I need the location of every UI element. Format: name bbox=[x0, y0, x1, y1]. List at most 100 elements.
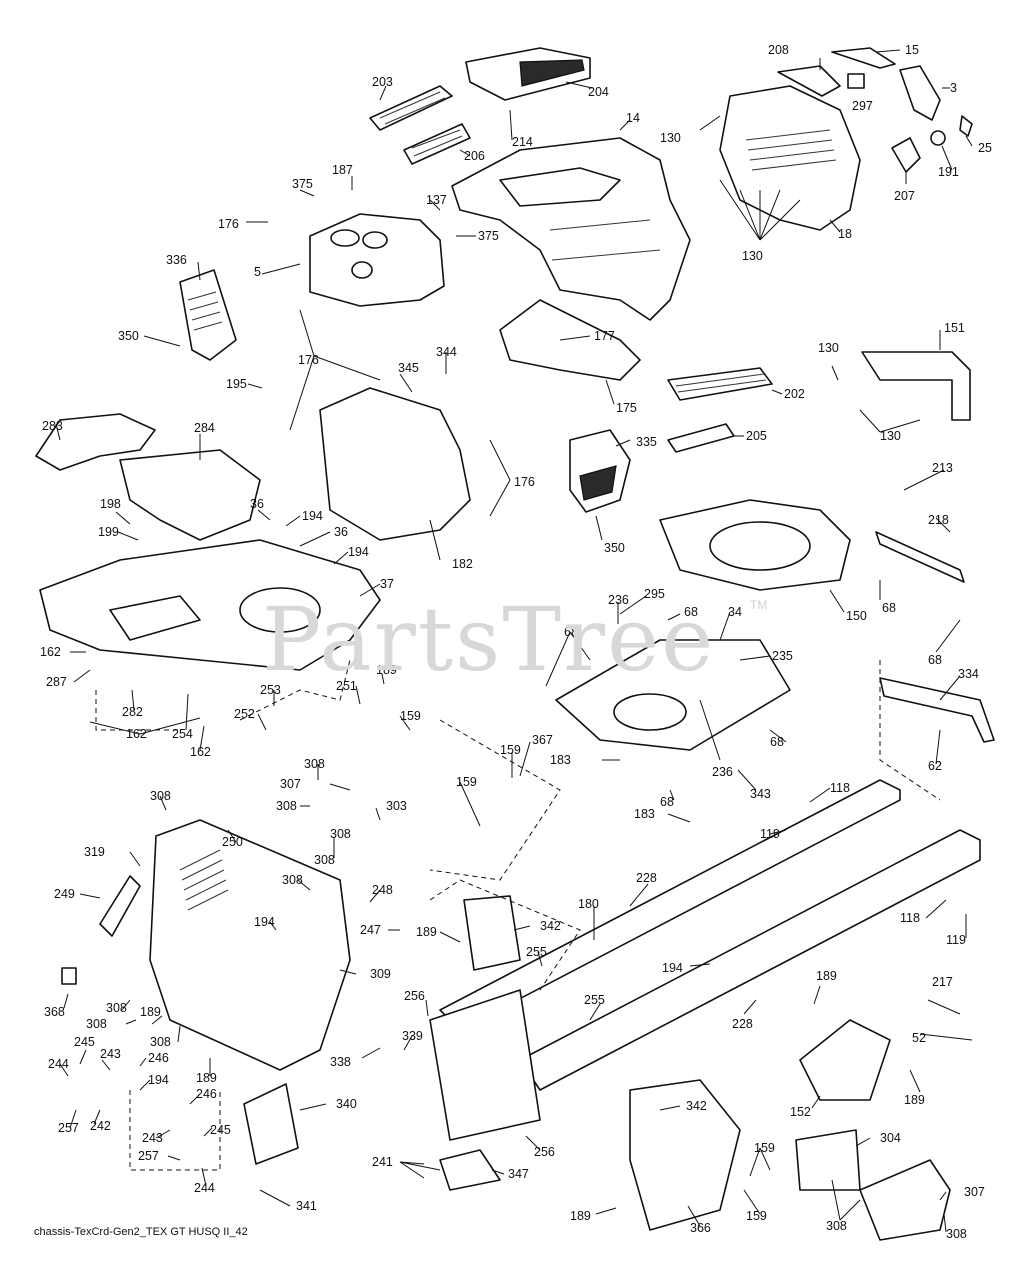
part-307-plate bbox=[859, 1159, 951, 1241]
callout-label-344: 344 bbox=[436, 345, 457, 359]
ref-line-5 bbox=[129, 1090, 221, 1171]
part-218-bracket bbox=[875, 531, 965, 583]
watermark: PartsTree bbox=[262, 588, 716, 691]
callout-label-159d: 159 bbox=[754, 1141, 775, 1155]
callout-label-308i: 308 bbox=[150, 1035, 171, 1049]
part-175-bracket bbox=[499, 299, 641, 381]
ref-line-2 bbox=[429, 719, 561, 881]
callout-label-202: 202 bbox=[784, 387, 805, 401]
callout-label-308f: 308 bbox=[282, 873, 303, 887]
callout-label-159b: 159 bbox=[500, 743, 521, 757]
callout-label-217: 217 bbox=[932, 975, 953, 989]
callout-label-297: 297 bbox=[852, 99, 873, 113]
part-309-firewall bbox=[149, 819, 351, 1071]
callout-label-308c: 308 bbox=[276, 799, 297, 813]
part-368-clip bbox=[61, 967, 77, 985]
part-37-fender-pan bbox=[39, 539, 381, 671]
callout-label-334: 334 bbox=[958, 667, 979, 681]
callout-label-368: 368 bbox=[44, 1005, 65, 1019]
callout-label-189e: 189 bbox=[196, 1071, 217, 1085]
callout-label-176a: 176 bbox=[218, 217, 239, 231]
callout-label-244a: 244 bbox=[48, 1057, 69, 1071]
callout-label-375a: 375 bbox=[292, 177, 313, 191]
callout-label-180: 180 bbox=[578, 897, 599, 911]
callout-label-118a: 118 bbox=[830, 781, 850, 795]
diagram-footer-caption: chassis-TexCrd-Gen2_TEX GT HUSQ II_42 bbox=[34, 1226, 248, 1238]
part-204-hood-top bbox=[465, 47, 591, 101]
callout-label-214: 214 bbox=[512, 135, 533, 149]
callout-label-283: 283 bbox=[42, 419, 63, 433]
leaders bbox=[55, 49, 973, 1233]
callout-label-228a: 228 bbox=[636, 871, 657, 885]
callout-label-162c: 162 bbox=[190, 745, 211, 759]
callout-label-308d: 308 bbox=[330, 827, 351, 841]
callout-label-34: 34 bbox=[728, 605, 742, 619]
callout-label-137: 137 bbox=[426, 193, 447, 207]
callout-label-5: 5 bbox=[254, 265, 261, 279]
callout-label-243a: 243 bbox=[100, 1047, 121, 1061]
callout-label-319: 319 bbox=[84, 845, 105, 859]
callout-label-162a: 162 bbox=[40, 645, 61, 659]
callout-label-130d: 130 bbox=[880, 429, 901, 443]
callout-label-247: 247 bbox=[360, 923, 381, 937]
callout-label-235: 235 bbox=[772, 649, 793, 663]
callout-label-208: 208 bbox=[768, 43, 789, 57]
callout-label-236b: 236 bbox=[712, 765, 733, 779]
callout-label-119b: 119 bbox=[946, 933, 966, 947]
callout-label-204: 204 bbox=[588, 85, 609, 99]
part-335-grille-insert bbox=[569, 429, 631, 513]
part-151-bracket bbox=[861, 351, 971, 421]
part-202-vent bbox=[667, 367, 773, 401]
callout-label-342a: 342 bbox=[540, 919, 561, 933]
part-206-insert bbox=[403, 123, 471, 165]
callout-label-176c: 176 bbox=[514, 475, 535, 489]
part-207-lens bbox=[891, 137, 921, 173]
callout-label-236a: 236 bbox=[608, 593, 629, 607]
part-347-bracket bbox=[439, 1149, 501, 1191]
part-284-cover bbox=[119, 449, 261, 541]
callout-label-250: 250 bbox=[222, 835, 243, 849]
callout-label-189g: 189 bbox=[570, 1209, 591, 1223]
callout-label-176b: 176 bbox=[298, 353, 319, 367]
callout-label-308e: 308 bbox=[314, 853, 335, 867]
part-5-dash-panel bbox=[309, 213, 445, 307]
callout-label-350b: 350 bbox=[604, 541, 625, 555]
callout-label-243b: 243 bbox=[142, 1131, 163, 1145]
part-34-floor-plate bbox=[555, 639, 791, 751]
callout-label-367: 367 bbox=[532, 733, 553, 747]
callout-label-254: 254 bbox=[172, 727, 193, 741]
callout-label-183a: 183 bbox=[550, 753, 571, 767]
callout-label-189b: 189 bbox=[416, 925, 437, 939]
callout-label-307b: 307 bbox=[964, 1185, 985, 1199]
callout-label-130c: 130 bbox=[818, 341, 839, 355]
ref-line-3 bbox=[429, 879, 581, 991]
callout-label-177: 177 bbox=[594, 329, 615, 343]
part-283-rear-fender bbox=[35, 413, 156, 471]
callout-label-198: 198 bbox=[100, 497, 121, 511]
part-205-strip bbox=[667, 423, 735, 453]
callout-label-206: 206 bbox=[464, 149, 485, 163]
callout-label-183b: 183 bbox=[634, 807, 655, 821]
callout-label-189d: 189 bbox=[140, 1005, 161, 1019]
part-152-guard bbox=[799, 1019, 891, 1101]
callout-label-308a: 308 bbox=[304, 757, 325, 771]
callout-label-130b: 130 bbox=[742, 249, 763, 263]
callout-label-130a: 130 bbox=[660, 131, 681, 145]
callout-label-68e: 68 bbox=[770, 735, 784, 749]
callout-label-255a: 255 bbox=[526, 945, 547, 959]
callout-label-194e: 194 bbox=[148, 1073, 169, 1087]
callout-label-118b: 118 bbox=[900, 911, 920, 925]
callout-label-245a: 245 bbox=[74, 1035, 95, 1049]
callout-label-36a: 36 bbox=[250, 497, 264, 511]
callout-label-308j: 308 bbox=[826, 1219, 847, 1233]
callout-label-342b: 342 bbox=[686, 1099, 707, 1113]
callout-label-287: 287 bbox=[46, 675, 67, 689]
callout-label-152: 152 bbox=[790, 1105, 811, 1119]
callout-label-175: 175 bbox=[616, 401, 637, 415]
callout-label-284: 284 bbox=[194, 421, 215, 435]
callout-label-253: 253 bbox=[260, 683, 281, 697]
callout-label-366: 366 bbox=[690, 1221, 711, 1235]
callout-label-194b: 194 bbox=[348, 545, 369, 559]
part-18-grille-front bbox=[719, 85, 861, 231]
ref-line-6 bbox=[95, 690, 180, 731]
